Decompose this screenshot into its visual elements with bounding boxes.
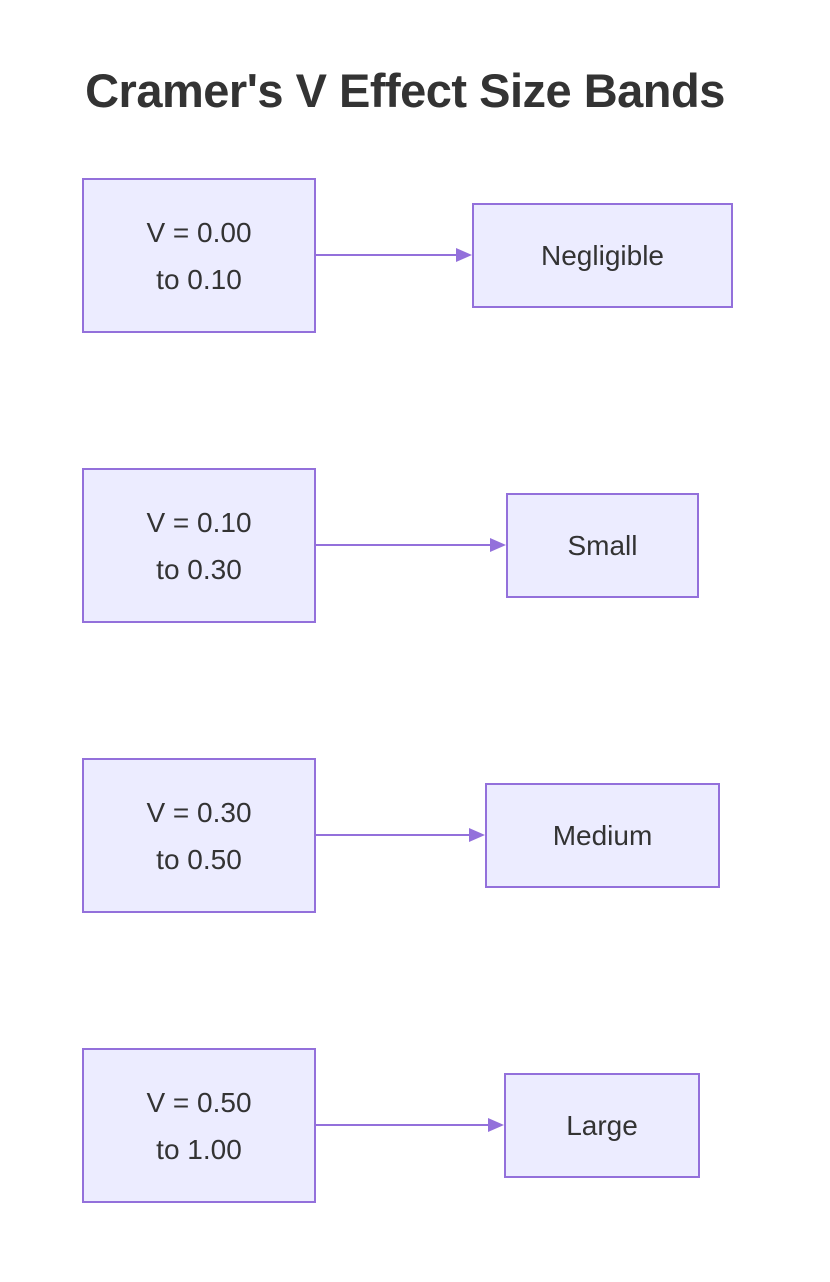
node-label-3: Large — [504, 1073, 700, 1178]
node-label-1: Small — [506, 493, 699, 598]
diagram-title: Cramer's V Effect Size Bands — [85, 64, 725, 117]
arrow-line — [316, 834, 471, 836]
range-line-1: V = 0.10 — [146, 506, 252, 538]
node-range-2: V = 0.30 to 0.50 — [82, 758, 316, 913]
range-line-2: to 0.50 — [156, 843, 242, 875]
node-range-0: V = 0.00 to 0.10 — [82, 178, 316, 333]
range-line-2: to 0.10 — [156, 263, 242, 295]
arrow-line — [316, 254, 458, 256]
arrowhead-icon — [490, 538, 506, 552]
arrowhead-icon — [456, 248, 472, 262]
range-line-2: to 1.00 — [156, 1133, 242, 1165]
arrowhead-icon — [488, 1118, 504, 1132]
node-range-3: V = 0.50 to 1.00 — [82, 1048, 316, 1203]
arrowhead-icon — [469, 828, 485, 842]
arrow-line — [316, 1124, 490, 1126]
range-line-2: to 0.30 — [156, 553, 242, 585]
arrow-line — [316, 544, 492, 546]
node-label-0: Negligible — [472, 203, 733, 308]
range-line-1: V = 0.00 — [146, 216, 252, 248]
node-label-2: Medium — [485, 783, 720, 888]
range-line-1: V = 0.30 — [146, 796, 252, 828]
range-line-1: V = 0.50 — [146, 1086, 252, 1118]
node-range-1: V = 0.10 to 0.30 — [82, 468, 316, 623]
